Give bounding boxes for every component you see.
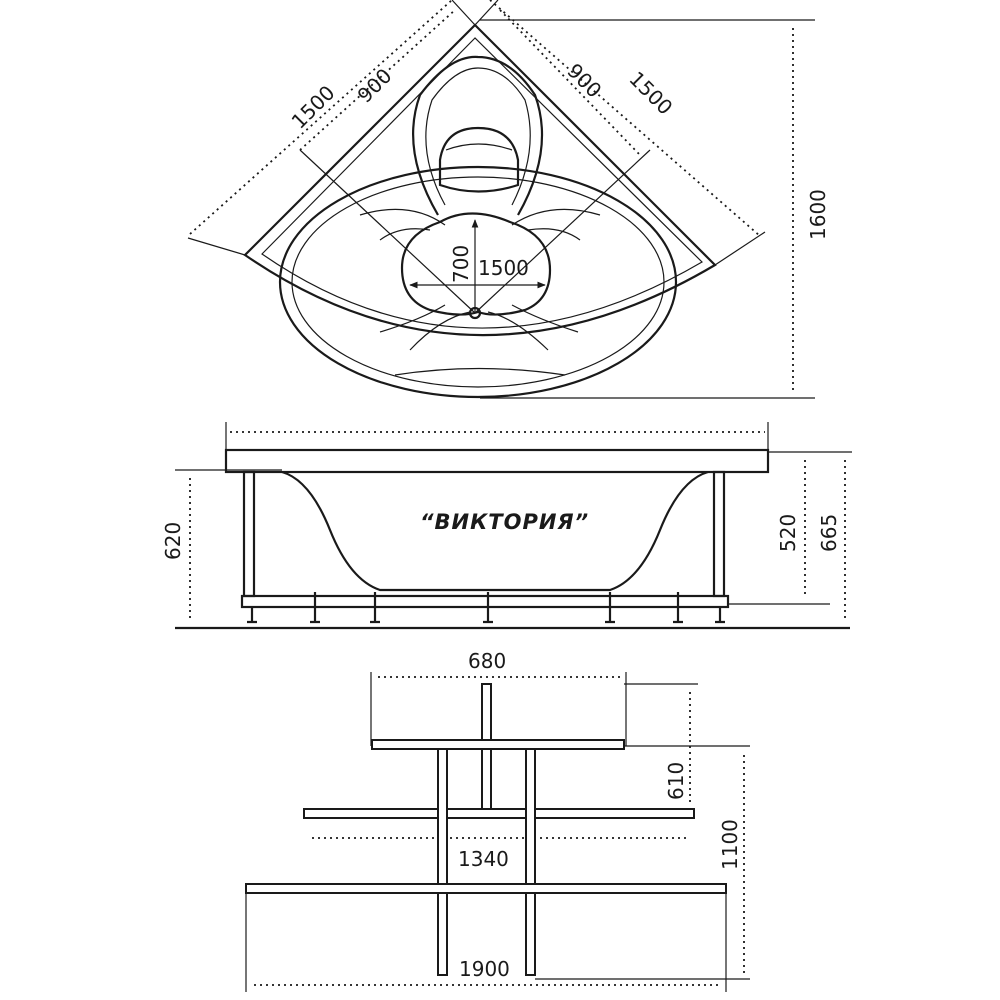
contour-left-mid xyxy=(379,228,431,241)
contour-bottom-left xyxy=(409,311,471,351)
dim-line-inner-left xyxy=(299,9,456,151)
diagonal-left xyxy=(299,149,476,314)
top-view: 1500 900 900 1500 1600 700 1500 xyxy=(187,0,830,399)
seat-block xyxy=(438,126,520,193)
contour-right-mid xyxy=(527,228,581,241)
frame-view: 680 1340 610 1100 1900 xyxy=(245,649,750,992)
tub-rim xyxy=(224,448,770,474)
model-title: “ВИКТОРИЯ” xyxy=(420,510,589,534)
frame-rail-top xyxy=(371,739,625,750)
tub-outer-outline xyxy=(243,23,717,337)
dim-1900-label: 1900 xyxy=(459,957,510,981)
dim-inner-left-label: 900 xyxy=(353,64,397,108)
frame-spine xyxy=(481,748,492,810)
dim-inner-depth-label: 700 xyxy=(449,245,473,283)
frame-rail-middle xyxy=(303,808,695,819)
dim-1340-label: 1340 xyxy=(458,847,509,871)
dim-line-side-left xyxy=(189,0,453,235)
dim-line-side-right xyxy=(489,0,761,237)
headrest-loop xyxy=(412,55,544,216)
ext-line-left xyxy=(187,237,246,256)
feet xyxy=(247,592,725,624)
diagonal-right xyxy=(474,149,651,314)
dim-665-label: 665 xyxy=(817,514,841,552)
side-view: “ВИКТОРИЯ” 620 520 665 xyxy=(161,422,852,630)
basin-inner-oval xyxy=(291,176,665,388)
dim-1100-label: 1100 xyxy=(718,819,742,870)
basin-outer-oval xyxy=(278,165,678,399)
seat-back xyxy=(445,143,513,151)
dim-680-label: 680 xyxy=(468,649,506,673)
dim-620-label: 620 xyxy=(161,522,185,560)
frame-beam-right xyxy=(525,748,536,976)
ext-line-top-left xyxy=(451,0,476,26)
leg-right xyxy=(712,470,726,598)
contour-bottom-right xyxy=(487,311,549,351)
frame-rail-bottom xyxy=(245,883,727,894)
ext-line-right xyxy=(714,231,766,266)
tub-rim-outline xyxy=(261,37,703,329)
dim-610-label: 610 xyxy=(664,762,688,800)
dim-520-label: 520 xyxy=(776,514,800,552)
contour-right-lower xyxy=(511,304,579,333)
headrest-loop-inner xyxy=(425,67,531,206)
dim-side-right-label: 1500 xyxy=(624,67,677,120)
tub-body xyxy=(281,470,709,592)
dim-depth-label: 1600 xyxy=(806,189,830,240)
frame-base xyxy=(240,594,730,609)
leg-left xyxy=(242,470,256,598)
contour-left-upper xyxy=(359,208,446,226)
lounge-blob xyxy=(400,212,552,316)
dim-side-left-label: 1500 xyxy=(287,81,340,134)
dim-inner-width-label: 1500 xyxy=(478,256,529,280)
ext-line-top-right xyxy=(474,0,499,26)
frame-beam-left xyxy=(437,748,448,976)
front-step xyxy=(394,367,566,376)
frame-post-top xyxy=(481,683,492,741)
contour-left-lower xyxy=(379,304,446,333)
contour-right-upper xyxy=(511,208,601,226)
